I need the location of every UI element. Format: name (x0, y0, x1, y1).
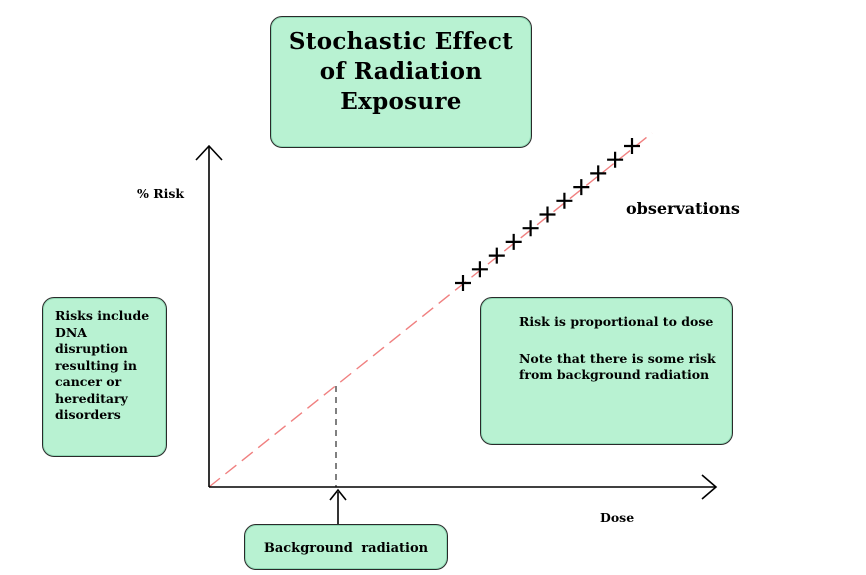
title-line-2: of Radiation (319, 58, 483, 85)
background-radiation-label: Background radiation (263, 541, 429, 556)
observation-marker (505, 233, 522, 250)
observation-marker (455, 275, 471, 291)
proportional-trend-line (208, 132, 653, 488)
observation-marker (471, 261, 488, 278)
y-axis-label: % Risk (137, 186, 185, 201)
observation-marker (573, 179, 590, 196)
x-axis-arrowhead (701, 474, 718, 500)
observation-marker (590, 165, 607, 182)
observation-marker (556, 192, 573, 209)
observation-marker (607, 151, 624, 168)
observation-marker (624, 138, 640, 154)
title-line-3: Exposure (340, 88, 462, 115)
proportional-note-text: Risk is proportional to dose (519, 314, 714, 329)
x-axis-label: Dose (600, 510, 635, 525)
proportional-note-box: Risk is proportional to dose Note that t… (480, 297, 733, 445)
title-line-1: Stochastic Effect (288, 28, 514, 55)
observations-label: observations (626, 199, 740, 218)
background-note-text: Note that there is some risk from backgr… (519, 350, 716, 383)
up-arrow-head (329, 488, 347, 501)
y-axis-arrowhead (195, 144, 223, 161)
observation-markers (455, 138, 640, 291)
background-radiation-box: Background radiation (244, 524, 448, 570)
observation-marker (488, 247, 505, 264)
observation-marker (539, 206, 556, 223)
title-box: Stochastic Effect of Radiation Exposure (270, 16, 532, 148)
risks-note-box: Risks include DNA disruption resulting i… (42, 297, 167, 457)
risks-note-text: Risks include DNA disruption resulting i… (55, 308, 150, 422)
observation-marker (522, 220, 539, 237)
